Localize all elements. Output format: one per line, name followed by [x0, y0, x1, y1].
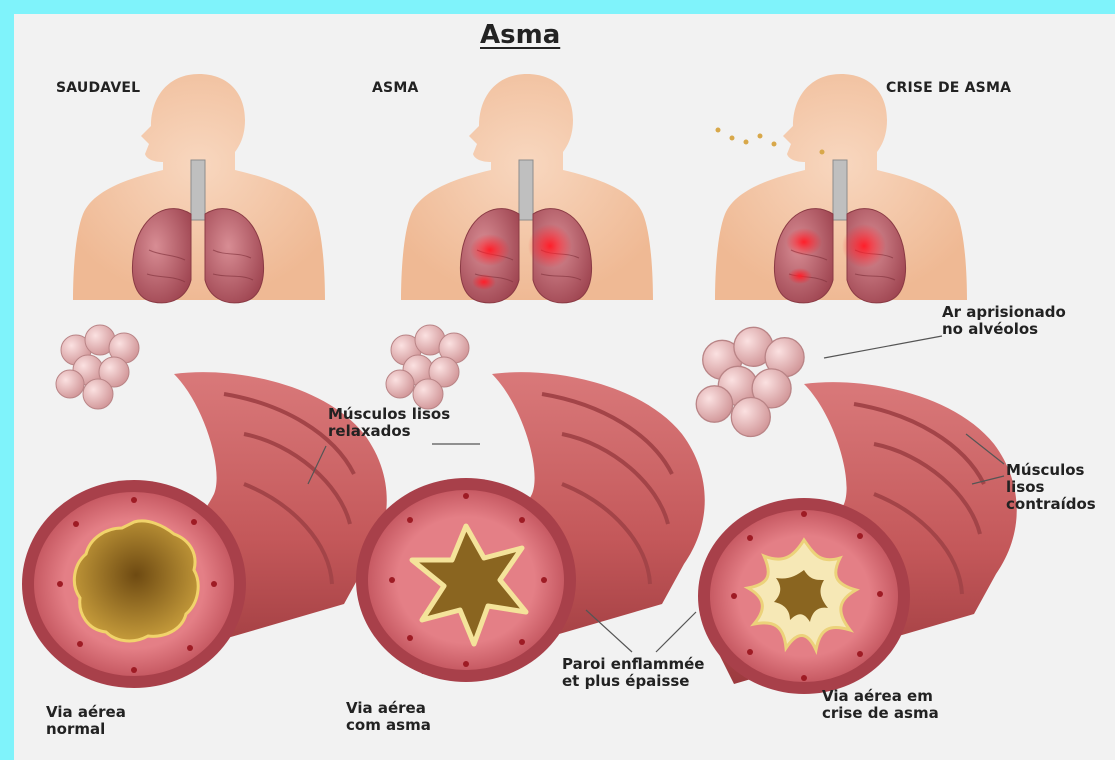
annotation-inflamed-wall: Paroi enflammée et plus épaisse: [562, 656, 704, 690]
caption-line: com asma: [346, 717, 431, 734]
airway-normal: [22, 325, 387, 688]
annotation-line: et plus épaisse: [562, 673, 704, 690]
airway-asthma-attack: [696, 327, 1017, 694]
annotation-line: Paroi enflammée: [562, 656, 704, 673]
panel-heading-healthy: SAUDAVEL: [56, 80, 140, 97]
annotation-contracted-muscles: Músculos lisos contraídos: [1006, 462, 1096, 513]
annotation-trapped-air: Ar aprisionado no alvéolos: [942, 304, 1066, 338]
annotation-line: Ar aprisionado: [942, 304, 1066, 321]
panel-heading-asthma: ASMA: [372, 80, 419, 97]
figure-asthma-attack-person: [715, 74, 967, 303]
diagram-title: Asma: [480, 20, 560, 50]
caption-line: Via aérea em: [822, 688, 939, 705]
figure-asthma-person: [401, 74, 653, 303]
panel-heading-asthma-attack: CRISE DE ASMA: [886, 80, 1011, 97]
annotation-relaxed-muscles: Músculos lisos relaxados: [328, 406, 450, 440]
annotation-line: Músculos: [1006, 462, 1096, 479]
figure-healthy-person: [73, 74, 325, 303]
caption-line: Via aérea: [346, 700, 431, 717]
caption-normal-airway: Via aérea normal: [46, 704, 126, 738]
annotation-line: relaxados: [328, 423, 450, 440]
asthma-illustration: [14, 14, 1115, 760]
caption-line: normal: [46, 721, 126, 738]
airway-asthma: [356, 325, 705, 682]
annotation-line: no alvéolos: [942, 321, 1066, 338]
caption-asthma-airway: Via aérea com asma: [346, 700, 431, 734]
diagram-canvas: Asma SAUDAVEL ASMA CRISE DE ASMA Músculo…: [14, 14, 1115, 760]
caption-line: crise de asma: [822, 705, 939, 722]
annotation-line: contraídos: [1006, 496, 1096, 513]
caption-line: Via aérea: [46, 704, 126, 721]
annotation-line: lisos: [1006, 479, 1096, 496]
annotation-line: Músculos lisos: [328, 406, 450, 423]
caption-asthma-attack-airway: Via aérea em crise de asma: [822, 688, 939, 722]
